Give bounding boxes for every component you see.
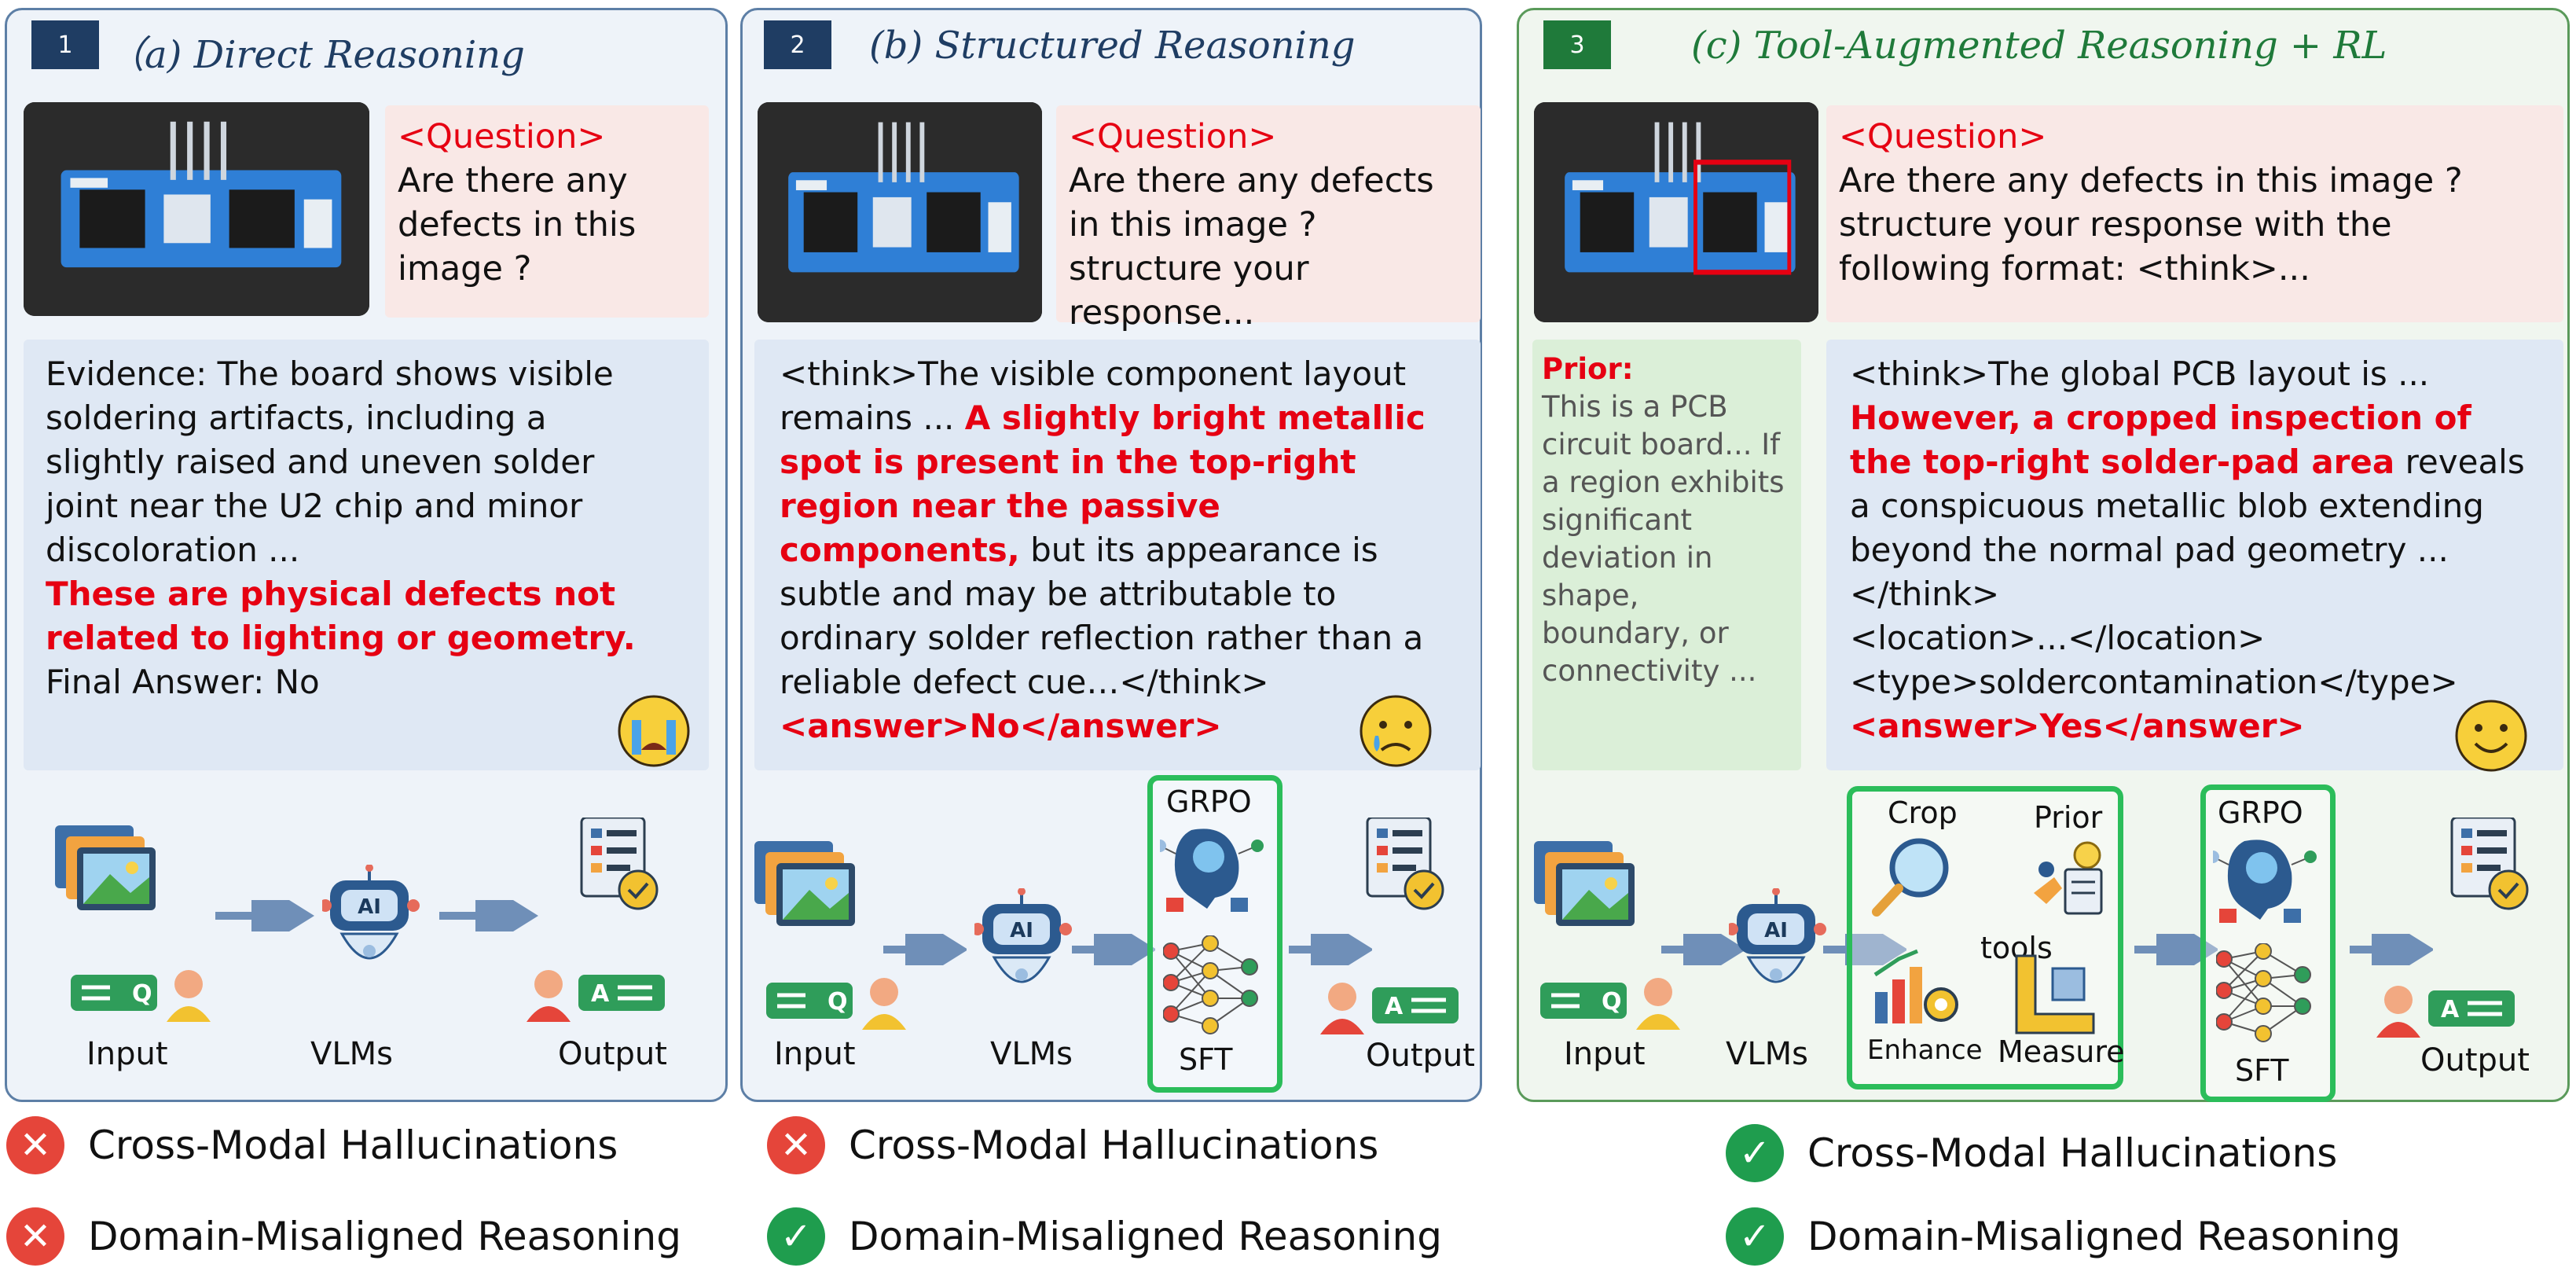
prior-text: This is a PCB circuit board... If a regi… xyxy=(1542,388,1792,690)
answer-final: Final Answer: No xyxy=(46,660,687,704)
enhance-label: Enhance xyxy=(1867,1034,1983,1066)
robot-icon xyxy=(322,865,424,990)
flow-output-label: Output xyxy=(1366,1038,1475,1074)
flow-model-label: VLMs xyxy=(310,1036,393,1072)
question-text: Are there any defects in this image ? st… xyxy=(1839,159,2551,291)
neural-network-icon xyxy=(1163,935,1265,1038)
check-icon: ✓ xyxy=(1726,1124,1784,1182)
flow-arrow xyxy=(212,900,314,931)
flow-input-label: Input xyxy=(1564,1036,1646,1072)
answer-person-icon xyxy=(1320,979,1470,1042)
answer-think-start: <think>The global PCB layout is ... xyxy=(1850,355,2429,393)
panel-number-badge: 1 xyxy=(31,20,99,69)
cross-icon: ✕ xyxy=(767,1116,825,1174)
question-text: Are there any defects in this image ?str… xyxy=(1069,159,1468,335)
answer-highlight: These are physical defects not related t… xyxy=(46,572,687,660)
status-hallucination: ✕Cross-Modal Hallucinations xyxy=(767,1116,1378,1174)
prior-box: Prior: This is a PCB circuit board... If… xyxy=(1532,340,1801,770)
document-check-icon xyxy=(2444,818,2546,928)
question-person-icon xyxy=(1540,975,1690,1038)
status-hallucination: ✓Cross-Modal Hallucinations xyxy=(1726,1124,2337,1182)
document-check-icon xyxy=(574,818,676,928)
question-box: <Question> Are there any defects in this… xyxy=(385,105,709,318)
neural-network-icon xyxy=(2216,943,2318,1045)
answer-evidence-line: slightly raised and uneven solder xyxy=(46,440,687,484)
answer-evidence-line: discoloration ... xyxy=(46,528,687,572)
cross-icon: ✕ xyxy=(6,1116,64,1174)
crying-face-icon xyxy=(615,692,693,770)
answer-evidence-line: soldering artifacts, including a xyxy=(46,396,687,440)
answer-person-icon xyxy=(527,967,676,1030)
status-domain: ✓Domain-Misaligned Reasoning xyxy=(767,1207,1442,1266)
cross-icon: ✕ xyxy=(6,1207,64,1266)
status-hallucination: ✕Cross-Modal Hallucinations xyxy=(6,1116,618,1174)
question-box: <Question> Are there any defects in this… xyxy=(1826,105,2563,322)
question-box: <Question> Are there any defects in this… xyxy=(1056,105,1481,322)
prior-label: Prior: xyxy=(1542,351,1792,388)
pcb-image xyxy=(1534,102,1818,322)
answer-person-icon xyxy=(2376,983,2526,1045)
answer-evidence-line: joint near the U2 chip and minor xyxy=(46,484,687,528)
pcb-image xyxy=(24,102,369,316)
document-check-icon xyxy=(1360,818,1462,928)
answer-tag: <answer>No</answer> xyxy=(780,704,1455,748)
robot-icon xyxy=(1729,888,1831,1014)
grpo-brain-icon xyxy=(2213,833,2323,928)
image-input-icon xyxy=(55,825,165,928)
sft-label: SFT xyxy=(2235,1053,2289,1088)
answer-type: <type>soldercontamination</type> xyxy=(1850,660,2540,704)
answer-highlight: However, a cropped inspection of the top… xyxy=(1850,399,2471,481)
status-domain: ✓Domain-Misaligned Reasoning xyxy=(1726,1207,2401,1266)
grpo-brain-icon xyxy=(1160,822,1270,917)
answer-tag: <answer>Yes</answer> xyxy=(1850,704,2540,748)
sft-label: SFT xyxy=(1179,1042,1233,1077)
measure-ruler-icon xyxy=(2012,951,2106,1038)
status-domain: ✕Domain-Misaligned Reasoning xyxy=(6,1207,681,1266)
image-input-icon xyxy=(754,841,864,943)
sad-face-icon xyxy=(1356,692,1435,770)
flow-arrow xyxy=(1069,934,1155,965)
question-person-icon xyxy=(766,975,916,1038)
panel-number-badge: 3 xyxy=(1543,20,1611,69)
question-person-icon xyxy=(71,967,220,1030)
flow-output-label: Output xyxy=(2420,1042,2530,1078)
grpo-label: GRPO xyxy=(1166,784,1252,819)
crop-label: Crop xyxy=(1888,795,1958,830)
flow-arrow xyxy=(1286,934,1372,965)
flow-arrow xyxy=(436,900,538,931)
magnifier-icon xyxy=(1870,833,1957,920)
question-text: Are there any defects in this image ? xyxy=(398,159,696,291)
flow-model-label: VLMs xyxy=(1726,1036,1808,1072)
prior-tool-label: Prior xyxy=(2034,800,2102,835)
check-icon: ✓ xyxy=(767,1207,825,1266)
grpo-label: GRPO xyxy=(2218,795,2303,830)
smile-face-icon xyxy=(2452,696,2530,775)
pcb-image xyxy=(758,102,1042,322)
question-label: <Question> xyxy=(1069,115,1468,159)
question-label: <Question> xyxy=(1839,115,2551,159)
panel-number-badge: 2 xyxy=(764,20,831,69)
flow-arrow xyxy=(2347,934,2433,965)
flow-output-label: Output xyxy=(558,1036,667,1072)
image-input-icon xyxy=(1534,841,1644,943)
answer-location: <location>...</location> xyxy=(1850,616,2540,660)
panel-title: (b) Structured Reasoning xyxy=(869,24,1356,68)
flow-input-label: Input xyxy=(774,1036,856,1072)
prior-knowledge-icon xyxy=(2031,838,2109,917)
panel-title: (c) Tool-Augmented Reasoning + RL xyxy=(1691,24,2387,68)
flow-arrow xyxy=(880,934,967,965)
check-icon: ✓ xyxy=(1726,1207,1784,1266)
measure-label: Measure xyxy=(1998,1034,2125,1069)
enhance-chart-icon xyxy=(1867,943,1969,1030)
question-label: <Question> xyxy=(398,115,696,159)
flow-model-label: VLMs xyxy=(990,1036,1073,1072)
flow-input-label: Input xyxy=(86,1036,168,1072)
robot-icon xyxy=(974,888,1077,1014)
answer-box: Evidence: The board shows visiblesolderi… xyxy=(24,340,709,770)
panel-title: （a) Direct Reasoning xyxy=(107,24,525,79)
answer-evidence-line: Evidence: The board shows visible xyxy=(46,352,687,396)
